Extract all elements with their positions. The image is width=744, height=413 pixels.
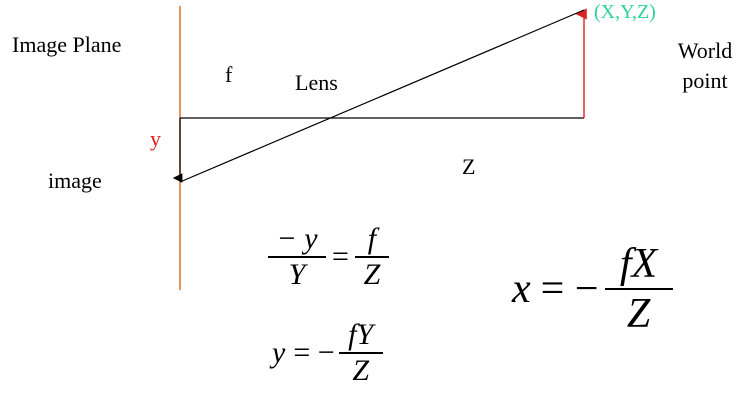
equals-minus: = − <box>540 266 599 312</box>
focal-length-label: f <box>225 62 233 87</box>
fraction-fX-over-Z: fX Z <box>604 240 673 338</box>
projection-ray <box>179 9 585 183</box>
equals-minus: = − <box>293 336 335 369</box>
fraction-bar <box>338 352 383 354</box>
fraction-bar <box>604 288 673 290</box>
eq1-rhs-denominator: Z <box>363 258 381 291</box>
eq2-lhs: y <box>272 336 286 369</box>
eq2-denominator: Z <box>352 354 370 387</box>
depth-label: Z <box>462 154 476 179</box>
world-point-label: World point <box>677 38 733 93</box>
eq1-denominator: Y <box>288 258 306 291</box>
equation-similar-triangles: − y Y = f Z <box>268 222 389 292</box>
image-y-label: y <box>150 126 161 151</box>
lens-label: Lens <box>295 70 338 95</box>
fraction-bar <box>354 256 389 258</box>
fraction-f-over-Z: f Z <box>354 222 389 292</box>
fraction-fY-over-Z: fY Z <box>338 318 383 388</box>
eq3-denominator: Z <box>626 291 651 337</box>
image-plane-label: Image Plane <box>12 32 122 57</box>
eq2-numerator: fY <box>348 318 374 351</box>
equation-x-projection: x = − fX Z <box>512 240 673 338</box>
eq3-lhs: x <box>512 266 531 312</box>
equation-y-projection: y = − fY Z <box>272 318 383 388</box>
world-coords-label: (X,Y,Z) <box>594 1 656 23</box>
eq1-rhs-numerator: f <box>367 222 377 255</box>
equals-sign: = <box>332 240 349 273</box>
eq1-numerator: − y <box>276 222 318 255</box>
eq3-numerator: fX <box>619 241 658 287</box>
fraction-minus-y-over-Y: − y Y <box>268 222 326 292</box>
image-label: image <box>48 168 102 193</box>
fraction-bar <box>268 256 326 258</box>
